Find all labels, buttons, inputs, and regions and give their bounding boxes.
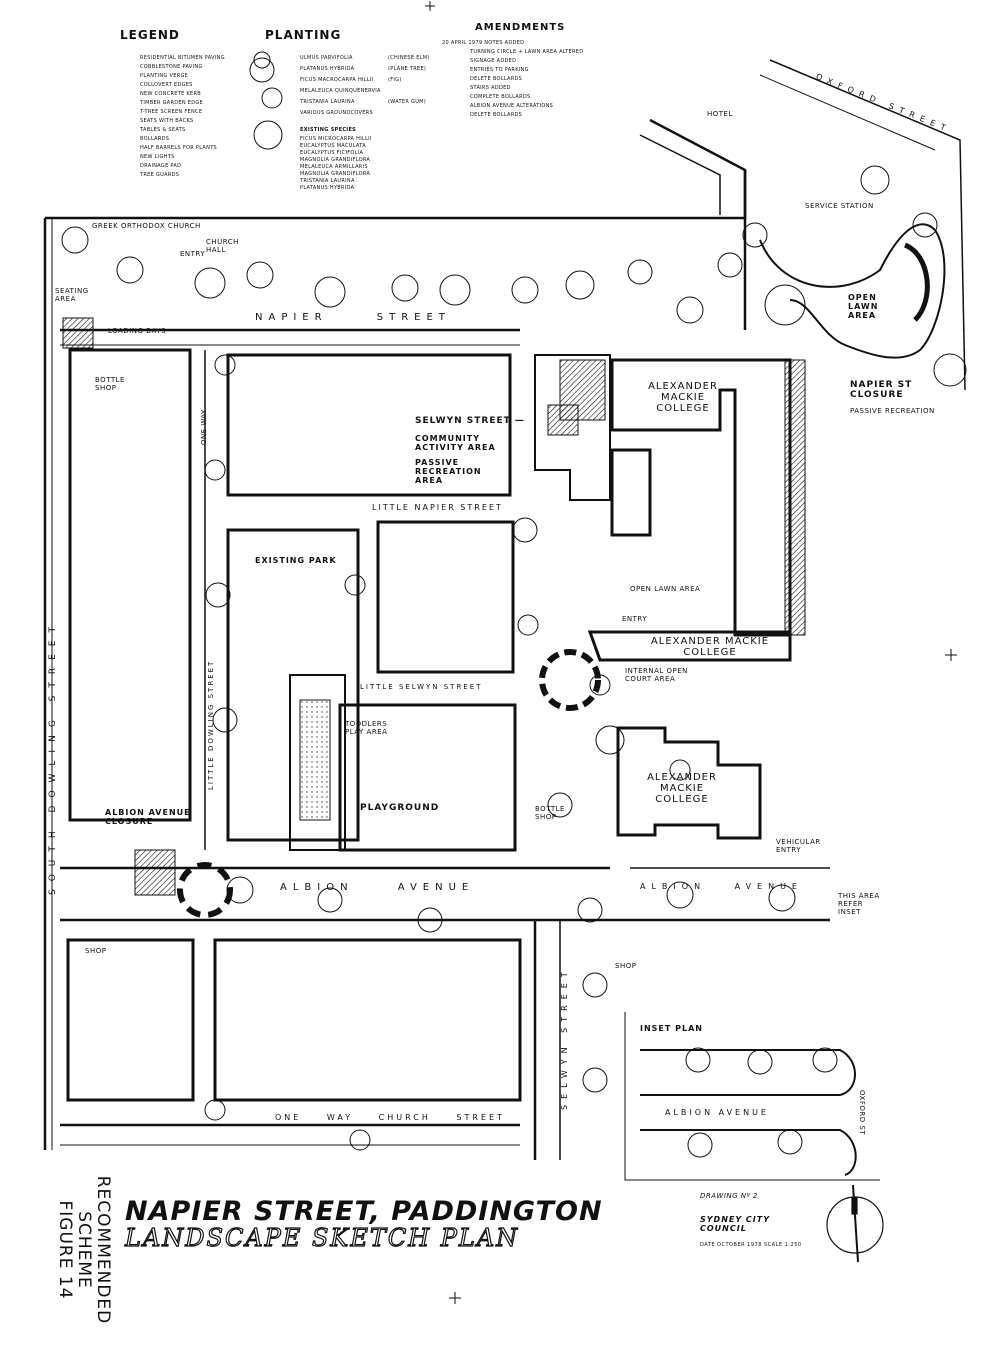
planting-item: TRISTANIA LAURINA <box>300 99 355 105</box>
inset-oxford-st-label: OXFORD ST <box>858 1090 866 1136</box>
bottle-shop-label: BOTTLE SHOP <box>95 376 125 392</box>
drawing-number: DRAWING Nº 2 <box>700 1192 759 1200</box>
church-hall-label: CHURCH HALL <box>206 238 239 254</box>
planting-note: (WATER GUM) <box>388 99 427 105</box>
albion-avenue-label-east: ALBION AVENUE <box>640 882 803 891</box>
figure-line-3: FIGURE 14 <box>55 1200 75 1300</box>
college-label-2: ALEXANDER MACKIE COLLEGE <box>650 636 770 658</box>
college-label-3: ALEXANDER MACKIE COLLEGE <box>647 772 717 805</box>
existing-item: MAGNOLIA GRANDIFLORA <box>300 157 371 163</box>
landscape-plan-drawing <box>43 1 967 1304</box>
legend-item: PLANTING VERGE <box>140 73 189 79</box>
legend-item: SEATS WITH BACKS <box>140 118 194 124</box>
planting-note: (CHINESE ELM) <box>388 55 430 61</box>
open-lawn-area-label-ne: OPEN LAWN AREA <box>848 293 879 320</box>
shop-label-west: SHOP <box>85 947 107 955</box>
toddlers-play-label: TODDLERS PLAY AREA <box>345 720 388 736</box>
legend-item: T-TREE SCREEN FENCE <box>140 109 203 115</box>
legend-item: NEW CONCRETE KERB <box>140 91 201 97</box>
south-dowling-street-label: SOUTH DOWLING STREET <box>48 619 58 895</box>
legend-title: LEGEND <box>120 28 180 42</box>
existing-item: FICUS MICROCARPA HILLII <box>300 136 372 142</box>
passive-recreation-area-label: PASSIVE RECREATION AREA <box>415 458 482 485</box>
legend-item: NEW LIGHTS <box>140 154 175 160</box>
amendment-item: STAIRS ADDED <box>470 85 511 91</box>
existing-item: TRISTANIA LAURINA <box>300 178 355 184</box>
shop-label-east: SHOP <box>615 962 637 970</box>
one-way-label: ONE WAY <box>200 409 208 445</box>
planting-title: PLANTING <box>265 28 342 42</box>
bottle-shop-label-2: BOTTLE SHOP <box>535 805 565 821</box>
amendment-item: ENTRIES TO PARKING <box>470 67 529 73</box>
selwyn-street-vertical-label: SELWYN STREET <box>560 966 569 1110</box>
college-label-1: ALEXANDER MACKIE COLLEGE <box>648 381 718 414</box>
entry-label-college: ENTRY <box>622 615 648 623</box>
amendment-item: DELETE BOLLARDS <box>470 76 523 82</box>
existing-item: MAGNOLIA GRANDIFLORA <box>300 171 371 177</box>
playground-label: PLAYGROUND <box>360 803 440 813</box>
planting-note: (PLANE TREE) <box>388 66 427 72</box>
planting-item: FICUS MACROCARPA HILLII <box>300 77 374 83</box>
internal-open-court-label: INTERNAL OPEN COURT AREA <box>625 667 688 683</box>
planting-item: PLATANUS HYBRIDA <box>300 66 355 72</box>
legend-item: COLLOVERT EDGES <box>140 82 193 88</box>
inset-plan-title: INSET PLAN <box>640 1024 703 1033</box>
existing-item: MELALEUCA ARMILLARIS <box>300 164 368 170</box>
this-area-refer-inset-label: THIS AREA REFER INSET <box>838 892 880 916</box>
service-station-label: SERVICE STATION <box>805 202 874 210</box>
open-lawn-area-label: OPEN LAWN AREA <box>630 585 701 593</box>
napier-st-closure-label: NAPIER ST CLOSURE <box>850 380 913 400</box>
passive-recreation-label: PASSIVE RECREATION <box>850 407 935 415</box>
amendment-item: COMPLETE BOLLARDS <box>470 94 531 100</box>
existing-item: PLATANUS HYBRIDA <box>300 185 355 191</box>
entry-label: ENTRY <box>180 250 206 258</box>
figure-line-1: RECOMMENDED <box>93 1175 113 1325</box>
planting-item: ULMUS PARVIFOLIA <box>300 55 353 61</box>
existing-item: EUCALYPTUS MACULATA <box>300 143 366 149</box>
figure-line-2: SCHEME <box>74 1211 94 1289</box>
amendment-item: SIGNAGE ADDED <box>470 58 517 64</box>
loading-bays-label: LOADING BAYS <box>108 327 166 335</box>
existing-species-title: EXISTING SPECIES <box>300 127 357 133</box>
albion-avenue-closure-label: ALBION AVENUE CLOSURE <box>105 808 191 826</box>
greek-church-label: GREEK ORTHODOX CHURCH <box>92 222 201 230</box>
napier-street-label: NAPIER STREET <box>255 312 451 323</box>
albion-avenue-label-west: ALBION AVENUE <box>280 882 475 893</box>
amendment-item: 20 APRIL 1979 NOTES ADDED <box>442 40 525 46</box>
legend-item: BOLLARDS <box>140 136 170 142</box>
amendment-item: TURNING CIRCLE + LAWN AREA ALTERED <box>470 49 584 55</box>
legend-item: DRAINAGE PAD <box>140 163 182 169</box>
little-selwyn-street-label: LITTLE SELWYN STREET <box>360 683 483 691</box>
planting-item: VARIOUS GROUNDCOVERS <box>300 110 373 116</box>
planting-note: (FIG) <box>388 77 402 83</box>
figure-caption-block: RECOMMENDED SCHEME FIGURE 14 <box>55 1150 113 1350</box>
drawing-date: DATE OCTOBER 1978 SCALE 1:250 <box>700 1242 802 1248</box>
amendments-title: AMENDMENTS <box>475 22 566 33</box>
council-name: SYDNEY CITY COUNCIL <box>700 1215 771 1233</box>
registration-marks <box>425 1 957 1304</box>
amendment-item: ALBION AVENUE ALTERATIONS <box>470 103 554 109</box>
legend-item: COBBLESTONE PAVING <box>140 64 203 70</box>
community-activity-area-label: COMMUNITY ACTIVITY AREA <box>415 434 496 452</box>
amendment-item: DELETE BOLLARDS <box>470 112 523 118</box>
little-napier-street-label: LITTLE NAPIER STREET <box>372 503 503 512</box>
selwyn-street-callout: SELWYN STREET — <box>415 416 525 426</box>
north-arrow <box>826 1184 884 1263</box>
legend-item: HALF BARRELS FOR PLANTS <box>140 145 218 151</box>
legend-item: TREE GUARDS <box>140 172 180 178</box>
little-dowling-street-label: LITTLE DOWLING STREET <box>207 659 215 790</box>
inset-albion-avenue-label: ALBION AVENUE <box>665 1108 769 1117</box>
legend-item: RESIDENTIAL BITUMEN PAVING <box>140 55 225 61</box>
seating-area-label: SEATING AREA <box>55 287 89 303</box>
plan-title: NAPIER STREET, PADDINGTON <box>125 1196 603 1227</box>
existing-item: EUCALYPTUS FICIFOLIA <box>300 150 364 156</box>
plan-subtitle: LANDSCAPE SKETCH PLAN <box>124 1223 520 1252</box>
legend-item: TABLES & SEATS <box>140 127 186 133</box>
vehicular-entry-label: VEHICULAR ENTRY <box>776 838 821 854</box>
existing-park-label: EXISTING PARK <box>255 556 337 565</box>
planting-item: MELALEUCA QUINQUENERVIA <box>300 88 381 94</box>
one-way-church-street-label: ONE WAY CHURCH STREET <box>275 1113 505 1122</box>
hotel-label: HOTEL <box>707 110 733 118</box>
legend-item: TIMBER GARDEN EDGE <box>140 100 204 106</box>
